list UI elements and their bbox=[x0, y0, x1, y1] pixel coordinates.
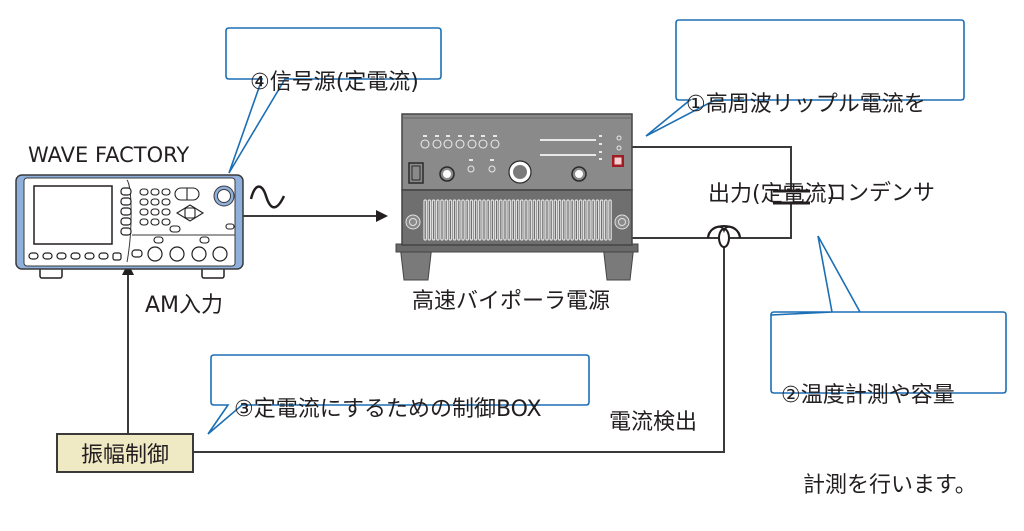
heatsink-fin bbox=[591, 199, 596, 241]
callout-2-line-1: ②温度計測や容量 bbox=[781, 383, 955, 408]
heatsink-fin bbox=[444, 199, 449, 241]
callout-1-text: ①高周波リップル電流を 出力(定電流) bbox=[686, 30, 926, 240]
heatsink-fin bbox=[452, 199, 457, 241]
output-wire-bottom bbox=[632, 203, 792, 239]
heatsink-fin bbox=[478, 199, 482, 241]
heatsink-fin bbox=[469, 199, 474, 241]
heatsink-fin bbox=[549, 199, 554, 241]
output-wire-top bbox=[632, 146, 792, 191]
callout-4-text: ④信号源(定電流) bbox=[236, 38, 419, 98]
amplitude-control-label: 振幅制御 bbox=[80, 443, 169, 468]
heatsink-fin bbox=[532, 199, 537, 241]
heatsink-fin bbox=[540, 199, 545, 241]
heatsink-fin bbox=[545, 199, 549, 241]
heatsink-fin bbox=[574, 199, 579, 241]
callout-1-bubble bbox=[645, 19, 965, 137]
bipolar-power-supply-device[interactable] bbox=[395, 113, 639, 281]
heatsink-fin bbox=[431, 199, 436, 241]
heatsink-fin bbox=[499, 199, 503, 241]
heatsink-fin bbox=[494, 199, 499, 241]
callout-3-text: ③定電流にするための制御BOX bbox=[220, 365, 542, 425]
callout-3-line-1: ③定電流にするための制御BOX bbox=[234, 397, 542, 422]
current-detect-wire bbox=[194, 246, 725, 453]
power-supply-label: 高速バイポーラ電源 bbox=[412, 289, 611, 314]
am-input-label: AM入力 bbox=[145, 293, 224, 318]
signal-generator-label: WAVE FACTORY bbox=[28, 143, 190, 167]
heatsink-fin bbox=[566, 199, 570, 241]
heatsink-fin bbox=[482, 199, 486, 241]
heatsink-fin bbox=[490, 199, 495, 241]
generator-screen bbox=[33, 185, 113, 245]
heatsink-fin bbox=[582, 199, 587, 241]
heatsink-fin bbox=[486, 199, 491, 241]
heatsink-fin bbox=[427, 199, 432, 241]
amplitude-control-box[interactable]: 振幅制御 bbox=[56, 433, 194, 473]
heatsink-fin bbox=[603, 199, 608, 241]
signal-generator-device[interactable] bbox=[15, 174, 244, 279]
heatsink-fin bbox=[503, 199, 507, 241]
heatsink-fin bbox=[595, 199, 600, 241]
current-probe-icon bbox=[707, 225, 741, 248]
callout-2-line-2: 計測を行います。 bbox=[781, 473, 977, 498]
callouts bbox=[207, 19, 1007, 435]
ripple-current-test-diagram bbox=[15, 19, 1007, 453]
capacitor-symbol bbox=[773, 189, 810, 205]
callout-3-bubble bbox=[207, 354, 590, 435]
heatsink-fin bbox=[473, 199, 478, 241]
callout-4-bubble bbox=[225, 27, 442, 174]
heatsink-fin bbox=[528, 199, 533, 241]
heatsink-fin bbox=[570, 199, 575, 241]
heatsink-fin bbox=[578, 199, 583, 241]
level-indicator-leds bbox=[540, 135, 602, 160]
current-detection-label: 電流検出 bbox=[609, 410, 698, 435]
heatsink-fin bbox=[519, 199, 524, 241]
heatsink-fin bbox=[457, 199, 461, 241]
sine-wave-icon bbox=[249, 185, 286, 209]
heatsink-fin bbox=[440, 199, 444, 241]
wiring bbox=[122, 146, 792, 453]
heatsink-fin bbox=[436, 199, 440, 241]
heatsink-fin bbox=[423, 199, 428, 241]
heatsink-fin bbox=[461, 199, 465, 241]
callout-2-text: ②温度計測や容量 計測を行います。 bbox=[781, 321, 977, 531]
heatsink-fin bbox=[465, 199, 470, 241]
callout-2-bubble bbox=[770, 235, 1007, 394]
callout-4-line-1: ④信号源(定電流) bbox=[250, 70, 419, 95]
heatsink-fin bbox=[608, 199, 612, 241]
heatsink-fin bbox=[448, 199, 453, 241]
callout-1-line-1: ①高周波リップル電流を bbox=[686, 92, 926, 117]
heatsink-fin bbox=[524, 199, 528, 241]
heatsink-fin bbox=[536, 199, 541, 241]
callout-1-line-2: 出力(定電流) bbox=[686, 182, 836, 207]
heatsink-fin bbox=[599, 199, 604, 241]
heatsink-fin bbox=[557, 199, 562, 241]
heatsink-fin bbox=[507, 199, 512, 241]
heatsink-fin bbox=[587, 199, 591, 241]
capacitor-label: コンデンサ bbox=[825, 181, 936, 206]
heatsink-fin bbox=[553, 199, 558, 241]
heatsink-fin bbox=[511, 199, 516, 241]
heatsink-fin bbox=[515, 199, 520, 241]
heatsink-fin bbox=[561, 199, 566, 241]
